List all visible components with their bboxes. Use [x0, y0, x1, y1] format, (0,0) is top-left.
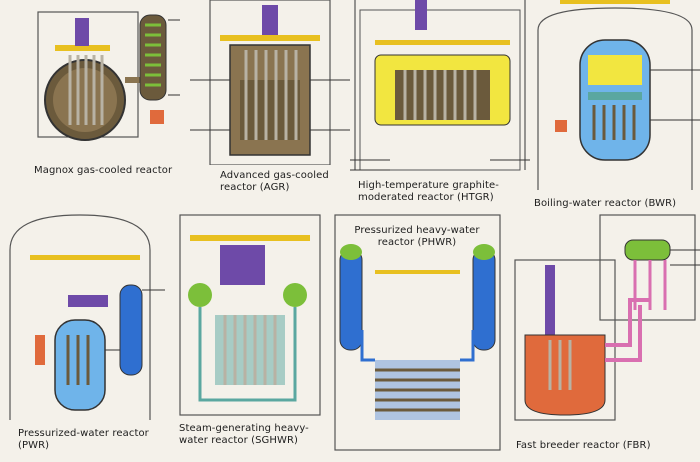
caption-line: Advanced gas-cooled: [220, 170, 329, 181]
htgr-caption: High-temperature graphite- moderated rea…: [358, 180, 499, 204]
phwr-diagram: [334, 214, 501, 451]
phwr-reactor: Pressurized heavy-water reactor (PHWR): [330, 210, 505, 462]
caption-line: moderated reactor (HTGR): [358, 192, 494, 203]
pwr-caption: Pressurized-water reactor (PWR): [18, 428, 149, 452]
bwr-caption: Boiling-water reactor (BWR): [534, 198, 676, 210]
sghwr-caption: Steam-generating heavy- water reactor (S…: [179, 423, 309, 447]
caption-line: Pressurized heavy-water: [354, 225, 480, 236]
pwr-diagram: [9, 214, 165, 420]
fbr-reactor: Fast breeder reactor (FBR): [510, 210, 700, 462]
caption-line: reactor (AGR): [220, 182, 290, 193]
htgr-reactor: High-temperature graphite- moderated rea…: [350, 0, 530, 210]
caption-line: Boiling-water reactor (BWR): [534, 198, 677, 209]
sghwr-diagram: [179, 214, 321, 416]
bwr-reactor: Boiling-water reactor (BWR): [530, 0, 700, 215]
magnox-diagram: [37, 11, 180, 141]
caption-line: (PWR): [18, 440, 50, 451]
magnox-caption: Magnox gas-cooled reactor: [34, 165, 172, 177]
caption-line: Fast breeder reactor (FBR): [516, 440, 651, 451]
magnox-reactor: Magnox gas-cooled reactor: [0, 0, 180, 200]
caption-line: Magnox gas-cooled reactor: [34, 165, 173, 176]
fbr-diagram: [514, 214, 700, 421]
agr-reactor: Advanced gas-cooled reactor (AGR): [190, 0, 350, 200]
fbr-caption-text: Fast breeder reactor (FBR): [516, 440, 651, 452]
pwr-reactor: Pressurized-water reactor (PWR): [0, 210, 170, 462]
caption-line: water reactor (SGHWR): [179, 435, 299, 446]
phwr-caption: Pressurized heavy-water reactor (PHWR): [352, 225, 482, 249]
agr-diagram: [190, 0, 350, 165]
bwr-diagram: [537, 0, 700, 190]
caption-line: Pressurized-water reactor: [18, 428, 149, 439]
sghwr-reactor: Steam-generating heavy- water reactor (S…: [175, 210, 325, 462]
caption-line: Steam-generating heavy-: [179, 423, 309, 434]
caption-line: reactor (PHWR): [377, 237, 457, 248]
htgr-diagram: [350, 0, 530, 171]
caption-line: High-temperature graphite-: [358, 180, 499, 191]
agr-caption: Advanced gas-cooled reactor (AGR): [220, 170, 329, 194]
